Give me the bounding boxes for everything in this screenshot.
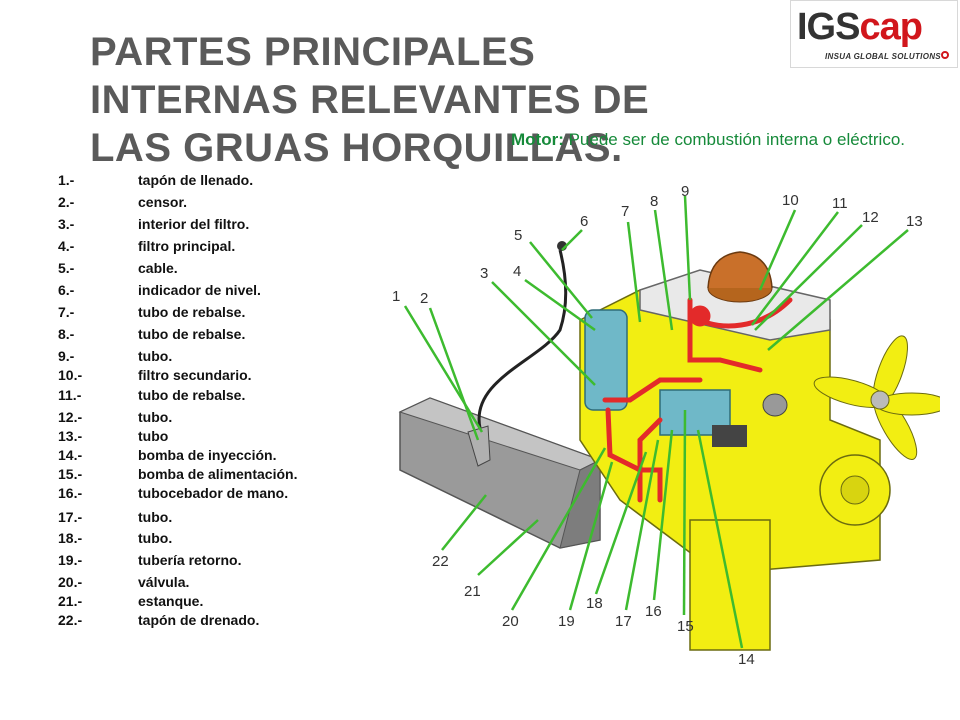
callout-2: 2 — [420, 290, 428, 307]
part-item: 7.-tubo de rebalse. — [58, 304, 246, 320]
callout-19: 19 — [558, 613, 575, 630]
part-item: 9.-tubo. — [58, 348, 173, 364]
callout-1: 1 — [392, 288, 400, 305]
logo-mark-icon — [941, 51, 949, 59]
callout-14: 14 — [738, 651, 755, 668]
fan-icon — [813, 335, 940, 460]
company-logo: IGScap INSUA GLOBAL SOLUTIONS — [790, 0, 958, 68]
part-item: 19.-tubería retorno. — [58, 552, 242, 568]
engine-diagram: 1 2 3 4 5 6 7 8 9 10 11 12 13 14 15 16 1… — [392, 183, 940, 668]
part-item: 13.-tubo — [58, 428, 169, 444]
part-item: 11.-tubo de rebalse. — [58, 387, 246, 403]
part-item: 10.-filtro secundario. — [58, 367, 252, 383]
air-filter — [707, 251, 773, 303]
logo-tagline: INSUA GLOBAL SOLUTIONS — [825, 52, 941, 61]
part-item: 18.-tubo. — [58, 530, 173, 546]
part-item: 12.-tubo. — [58, 409, 173, 425]
part-item: 5.-cable. — [58, 260, 178, 276]
callout-16: 16 — [645, 603, 662, 620]
callout-20: 20 — [502, 613, 519, 630]
callout-9: 9 — [681, 183, 689, 200]
callout-12: 12 — [862, 209, 879, 226]
part-item: 1.-tapón de llenado. — [58, 172, 254, 188]
callout-15: 15 — [677, 618, 694, 635]
part-item: 8.-tubo de rebalse. — [58, 326, 246, 342]
part-item: 3.-interior del filtro. — [58, 216, 250, 232]
part-item: 15.-bomba de alimentación. — [58, 466, 298, 482]
callout-11: 11 — [832, 195, 848, 212]
callout-6: 6 — [580, 213, 588, 230]
part-item: 17.-tubo. — [58, 509, 173, 525]
motor-text: Puede ser de combustión interna o eléctr… — [568, 130, 906, 149]
part-item: 14.-bomba de inyección. — [58, 447, 277, 463]
callout-leaders — [403, 195, 909, 649]
callout-10: 10 — [782, 192, 799, 209]
callout-4: 4 — [513, 263, 521, 280]
part-item: 2.-censor. — [58, 194, 188, 210]
callout-8: 8 — [650, 193, 658, 210]
fuel-filter — [584, 309, 788, 447]
callout-13: 13 — [906, 213, 923, 230]
callout-21: 21 — [464, 583, 481, 600]
sensor-cable — [477, 249, 568, 429]
part-item: 6.-indicador de nivel. — [58, 282, 261, 298]
fuel-tank — [398, 397, 602, 549]
motor-description: Motor: Puede ser de combustión interna o… — [488, 128, 928, 152]
callout-17: 17 — [615, 613, 632, 630]
callout-7: 7 — [621, 203, 629, 220]
part-item: 22.-tapón de drenado. — [58, 612, 260, 628]
fuel-lines — [602, 297, 793, 503]
motor-label: Motor: — [510, 130, 564, 149]
part-item: 4.-filtro principal. — [58, 238, 236, 254]
callout-18: 18 — [586, 595, 603, 612]
logo-wordmark: IGScap — [797, 6, 923, 48]
callout-3: 3 — [480, 265, 488, 282]
part-item: 20.-válvula. — [58, 574, 190, 590]
part-item: 21.-estanque. — [58, 593, 204, 609]
callout-5: 5 — [514, 227, 522, 244]
callout-22: 22 — [432, 553, 449, 570]
page-title: PARTES PRINCIPALES INTERNAS RELEVANTES D… — [90, 30, 650, 170]
part-item: 16.-tubocebador de mano. — [58, 485, 289, 501]
